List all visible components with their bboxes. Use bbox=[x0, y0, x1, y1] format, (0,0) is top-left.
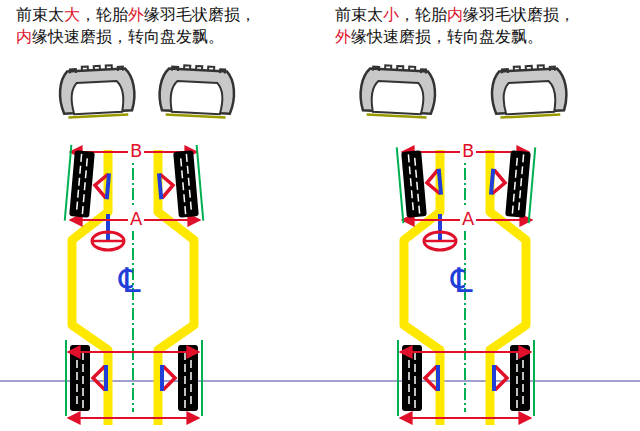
caption-char: ， bbox=[240, 5, 256, 24]
dimension-label: A bbox=[460, 207, 476, 231]
caption-char: 磨 bbox=[208, 5, 224, 24]
toe-out-panel bbox=[360, 64, 568, 425]
caption-char: 速 bbox=[64, 27, 80, 46]
caption-char: 胎 bbox=[431, 5, 447, 24]
caption-char: ， bbox=[112, 27, 128, 46]
caption-char: 内 bbox=[16, 27, 32, 46]
caption-char: 飘 bbox=[192, 27, 208, 46]
caption-char: 轮 bbox=[415, 5, 431, 24]
caption-char: ， bbox=[559, 5, 575, 24]
caption-char: 前 bbox=[335, 5, 351, 24]
caption-char: 磨 bbox=[399, 27, 415, 46]
caption-char: 磨 bbox=[80, 27, 96, 46]
caption-char: 前 bbox=[16, 5, 32, 24]
caption-char: 束 bbox=[32, 5, 48, 24]
dimension-label: B bbox=[460, 139, 476, 163]
caption-char: 快 bbox=[367, 27, 383, 46]
caption-char: 轮 bbox=[96, 5, 112, 24]
caption-char: 缘 bbox=[144, 5, 160, 24]
caption-char: 缘 bbox=[351, 27, 367, 46]
caption-char: 外 bbox=[335, 27, 351, 46]
caption-char: 毛 bbox=[495, 5, 511, 24]
caption-char: 状 bbox=[511, 5, 527, 24]
toe-in-panel bbox=[59, 64, 236, 425]
centerline-symbol: ℄ bbox=[119, 258, 141, 304]
caption-char: 损 bbox=[96, 27, 112, 46]
caption-char: 损 bbox=[415, 27, 431, 46]
caption-char: 发 bbox=[176, 27, 192, 46]
caption-char: 内 bbox=[447, 5, 463, 24]
caption-char: 外 bbox=[128, 5, 144, 24]
caption-char: 束 bbox=[351, 5, 367, 24]
caption-char: 状 bbox=[192, 5, 208, 24]
caption-char: 。 bbox=[208, 27, 224, 46]
caption-char: 转 bbox=[128, 27, 144, 46]
caption-char: 缘 bbox=[463, 5, 479, 24]
caption-char: 损 bbox=[543, 5, 559, 24]
caption-note: 前束太大，轮胎外缘羽毛状磨损，内缘快速磨损，转向盘发飘。 bbox=[16, 4, 261, 47]
caption-char: 盘 bbox=[479, 27, 495, 46]
caption-char: 小 bbox=[383, 5, 399, 24]
caption-char: ， bbox=[399, 5, 415, 24]
dimension-label: A bbox=[128, 207, 144, 231]
caption-char: 转 bbox=[447, 27, 463, 46]
caption-char: 发 bbox=[495, 27, 511, 46]
caption-char: 飘 bbox=[511, 27, 527, 46]
caption-char: 羽 bbox=[160, 5, 176, 24]
caption-char: 太 bbox=[48, 5, 64, 24]
caption-char: 磨 bbox=[527, 5, 543, 24]
caption-char: 向 bbox=[463, 27, 479, 46]
caption-char: 快 bbox=[48, 27, 64, 46]
caption-char: 缘 bbox=[32, 27, 48, 46]
caption-char: 。 bbox=[527, 27, 543, 46]
caption-char: 盘 bbox=[160, 27, 176, 46]
caption-char: 损 bbox=[224, 5, 240, 24]
caption-char: 大 bbox=[64, 5, 80, 24]
caption-note: 前束太小，轮胎内缘羽毛状磨损，外缘快速磨损，转向盘发飘。 bbox=[335, 4, 580, 47]
caption-char: 太 bbox=[367, 5, 383, 24]
caption-char: 速 bbox=[383, 27, 399, 46]
centerline-symbol: ℄ bbox=[451, 258, 473, 304]
caption-char: ， bbox=[80, 5, 96, 24]
caption-char: ， bbox=[431, 27, 447, 46]
dimension-label: B bbox=[128, 139, 144, 163]
caption-char: 向 bbox=[144, 27, 160, 46]
caption-char: 胎 bbox=[112, 5, 128, 24]
caption-char: 羽 bbox=[479, 5, 495, 24]
caption-char: 毛 bbox=[176, 5, 192, 24]
